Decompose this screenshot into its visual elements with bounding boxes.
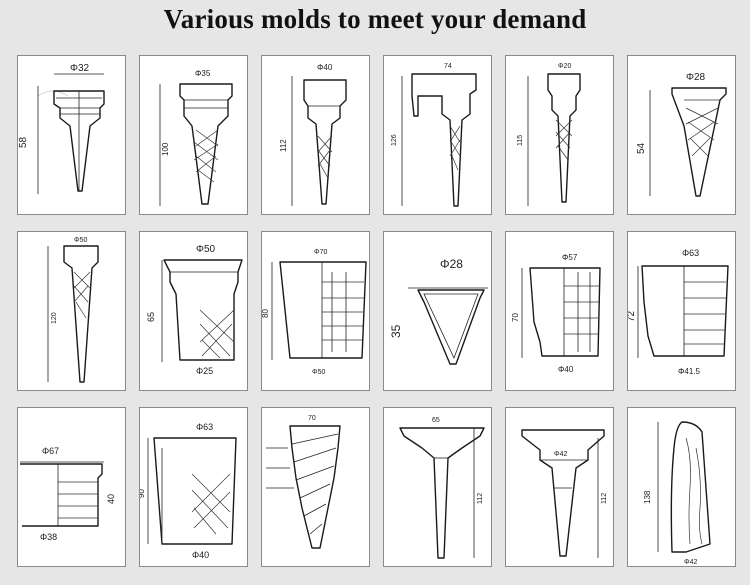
mold-13-top-dim: Φ67: [42, 446, 59, 456]
mold-16-side-dim: 112: [477, 493, 484, 504]
mold-18-bottom-dim: Φ42: [684, 559, 697, 566]
mold-drawing-5: Φ20 115: [517, 63, 581, 206]
mold-5-top-dim: Φ20: [558, 63, 571, 70]
mold-drawing-13: Φ67 40 Φ38: [20, 446, 116, 542]
mold-drawing-12: Φ63 72 Φ41.5: [628, 248, 729, 376]
mold-12-side-dim: 72: [628, 310, 637, 322]
mold-drawing-4: 74 126: [391, 63, 477, 207]
mold-12-bottom-dim: Φ41.5: [678, 367, 701, 376]
mold-drawing-18: 138 Φ42: [643, 421, 711, 566]
mold-12-top-dim: Φ63: [682, 248, 699, 258]
mold-4-top-dim: 74: [444, 63, 452, 70]
mold-11-side-dim: 70: [511, 313, 520, 322]
mold-7-side-dim: 120: [51, 312, 58, 324]
mold-18-side-dim: 138: [643, 490, 652, 504]
mold-8-bottom-dim: Φ25: [196, 366, 213, 376]
mold-10-side-dim: 35: [389, 324, 403, 338]
mold-card-3: Φ40 112: [261, 55, 370, 215]
mold-card-10: Φ28 35: [383, 231, 492, 391]
mold-drawing-11: Φ57 70 Φ40: [511, 253, 601, 374]
mold-11-bottom-dim: Φ40: [558, 365, 574, 374]
mold-drawing-6: Φ28 54: [636, 72, 727, 197]
mold-1-top-dim: Φ32: [70, 63, 90, 74]
mold-card-16: 65 112: [383, 407, 492, 567]
mold-4-side-dim: 126: [391, 134, 398, 146]
mold-6-side-dim: 54: [636, 142, 647, 154]
mold-card-5: Φ20 115: [505, 55, 614, 215]
mold-2-side-dim: 100: [161, 142, 170, 156]
mold-14-bottom-dim: Φ40: [192, 550, 209, 560]
mold-drawing-8: Φ50 65 Φ25: [146, 244, 243, 376]
mold-drawing-14: Φ63 90 Φ40: [140, 422, 237, 560]
mold-3-top-dim: Φ40: [317, 63, 333, 72]
mold-13-side-dim: 40: [106, 494, 116, 504]
mold-drawing-7: Φ50 120: [47, 237, 99, 383]
page-title: Various molds to meet your demand: [163, 4, 587, 34]
mold-card-13: Φ67 40 Φ38: [17, 407, 126, 567]
mold-drawing-9: Φ70 80 Φ50: [262, 249, 367, 376]
mold-17-side-dim: 112: [601, 493, 608, 504]
mold-card-9: Φ70 80 Φ50: [261, 231, 370, 391]
mold-card-7: Φ50 120: [17, 231, 126, 391]
mold-card-1: Φ32 58: [17, 55, 126, 215]
mold-6-top-dim: Φ28: [686, 72, 706, 83]
mold-card-15: 70: [261, 407, 370, 567]
mold-card-12: Φ63 72 Φ41.5: [627, 231, 736, 391]
mold-14-side-dim: 90: [140, 489, 146, 498]
mold-17-top-dim: Φ42: [554, 451, 567, 458]
mold-drawing-2: Φ35 100: [159, 69, 233, 206]
mold-2-top-dim: Φ35: [195, 69, 211, 78]
mold-9-bottom-dim: Φ50: [312, 369, 325, 376]
mold-3-side-dim: 112: [279, 139, 288, 152]
mold-card-17: Φ42 112: [505, 407, 614, 567]
mold-card-6: Φ28 54: [627, 55, 736, 215]
mold-drawing-16: 65 112: [399, 417, 485, 559]
mold-drawing-10: Φ28 35: [389, 257, 488, 365]
mold-card-4: 74 126: [383, 55, 492, 215]
mold-9-side-dim: 80: [262, 309, 270, 318]
mold-card-14: Φ63 90 Φ40: [139, 407, 248, 567]
mold-16-top-dim: 65: [432, 417, 440, 424]
mold-drawing-15: 70: [266, 415, 341, 549]
mold-8-side-dim: 65: [146, 312, 156, 322]
mold-8-top-dim: Φ50: [196, 244, 216, 255]
mold-drawing-17: Φ42 112: [521, 429, 608, 558]
mold-11-top-dim: Φ57: [562, 253, 578, 262]
mold-15-top-dim: 70: [308, 415, 316, 422]
mold-drawing-3: Φ40 112: [279, 63, 347, 206]
mold-10-top-dim: Φ28: [440, 257, 463, 271]
mold-9-top-dim: Φ70: [314, 249, 327, 256]
mold-card-2: Φ35 100: [139, 55, 248, 215]
mold-card-8: Φ50 65 Φ25: [139, 231, 248, 391]
mold-drawing-1: Φ32 58: [18, 63, 105, 194]
mold-7-top-dim: Φ50: [74, 237, 87, 244]
mold-13-bottom-dim: Φ38: [40, 532, 57, 542]
mold-card-11: Φ57 70 Φ40: [505, 231, 614, 391]
mold-1-side-dim: 58: [18, 136, 29, 148]
mold-5-side-dim: 115: [517, 135, 524, 146]
mold-14-top-dim: Φ63: [196, 422, 213, 432]
mold-card-18: 138 Φ42: [627, 407, 736, 567]
